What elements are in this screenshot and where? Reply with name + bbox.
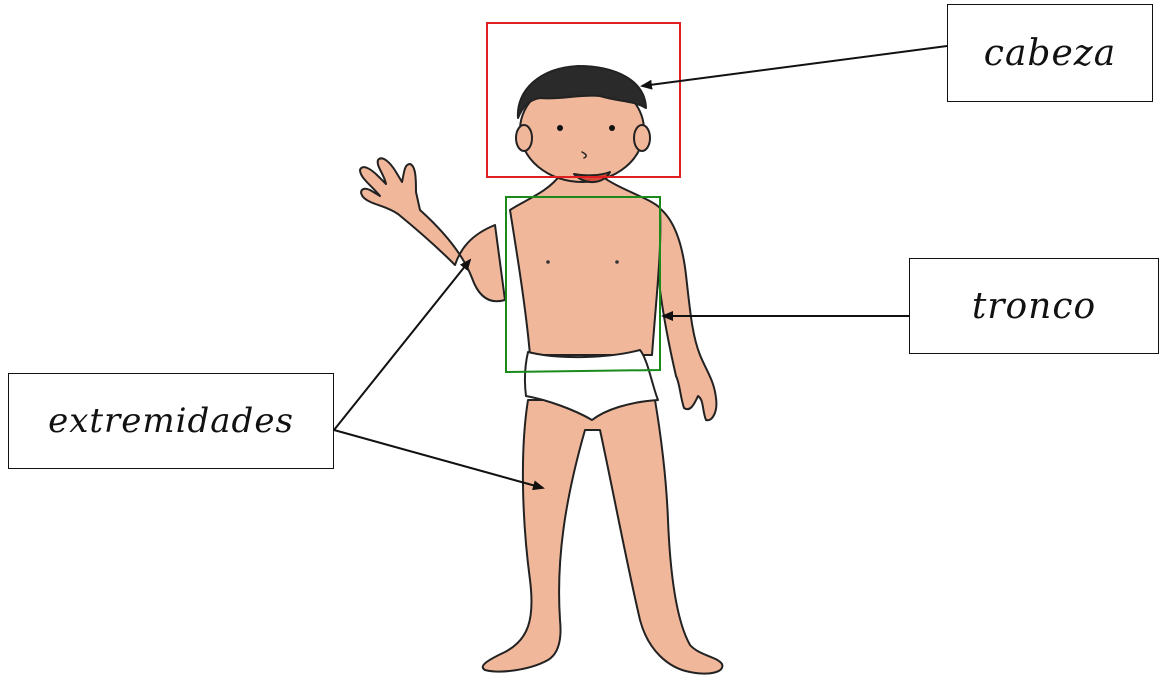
torso-shape	[510, 175, 660, 355]
hanging-arm	[655, 205, 716, 420]
eye-left	[557, 125, 563, 131]
child-figure	[360, 66, 722, 674]
ear-right	[634, 125, 650, 151]
arrow-leg	[334, 430, 543, 488]
nipple-left	[546, 260, 550, 264]
label-torso: tronco	[909, 258, 1159, 354]
arrow-arm	[334, 260, 470, 430]
label-head: cabeza	[947, 4, 1153, 102]
eye-right	[609, 125, 615, 131]
ear-left	[516, 125, 532, 151]
legs-shape	[483, 400, 723, 674]
arrow-head	[642, 46, 947, 86]
raised-arm	[360, 158, 505, 301]
label-limbs: extremidades	[8, 373, 334, 469]
nipple-right	[615, 260, 619, 264]
